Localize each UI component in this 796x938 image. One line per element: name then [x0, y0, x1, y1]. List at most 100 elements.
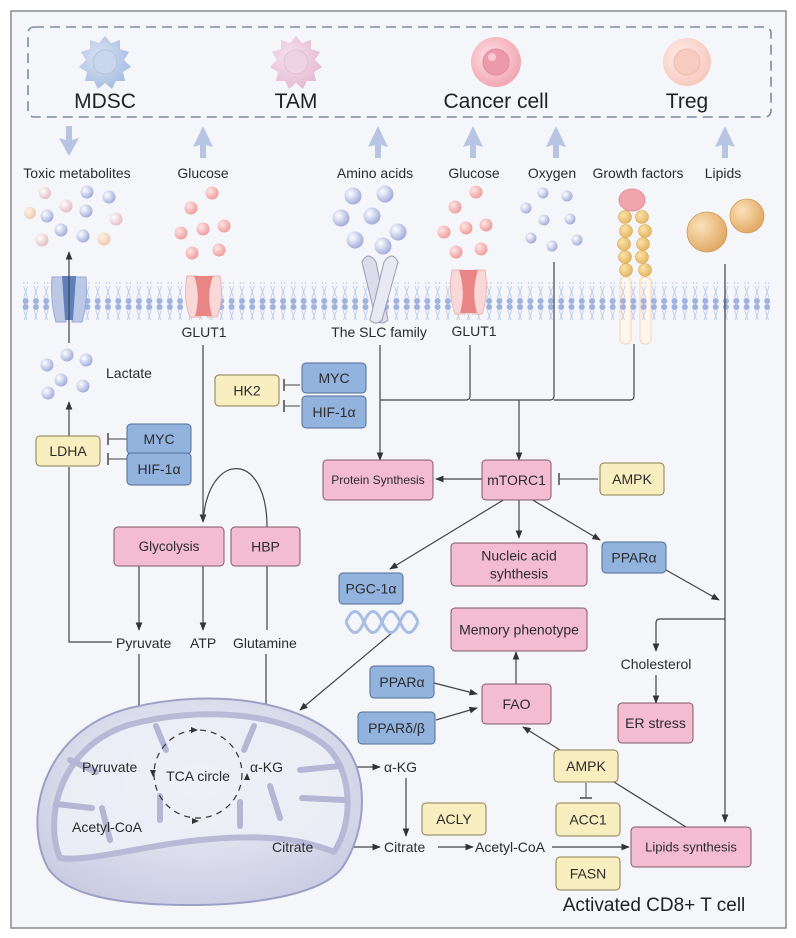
box-label: AMPK — [566, 758, 606, 774]
memory-phenotype-box: Memory phenotype — [450, 607, 588, 652]
box-label: Nucleic acid — [481, 548, 556, 564]
fasn-box-bg — [555, 856, 621, 891]
ldha-box: LDHA — [35, 435, 101, 467]
tme-cell-label: Treg — [666, 90, 708, 113]
mdsc-cell-icon — [79, 36, 131, 89]
up-arrow-icon — [715, 126, 735, 158]
transporter-label: The SLC family — [331, 324, 427, 340]
nutrient-label: Growth factors — [592, 165, 683, 181]
hif-1a-box-bg — [126, 452, 192, 486]
lactate-molecules-icon — [40, 348, 93, 400]
tme-cell-label: TAM — [275, 90, 318, 113]
lipids-synthesis-box: Lipids synthesis — [630, 826, 752, 868]
box-label: Glycolysis — [139, 539, 200, 554]
citrate-out-label: Citrate — [384, 839, 425, 855]
box-label: Lipids synthesis — [645, 840, 737, 855]
hk2-box-bg — [214, 374, 280, 407]
box-label: Memory phenotype — [459, 622, 579, 638]
toxic-metabolites-molecules-icon — [24, 185, 123, 247]
acc1-box-bg — [555, 802, 621, 837]
box-label: syhthesis — [490, 566, 548, 582]
fao-box: FAO — [481, 683, 552, 725]
er-stress-box: ER stress — [617, 702, 694, 744]
nutrient-label: Glucose — [448, 165, 500, 181]
transporter-label: GLUT1 — [451, 323, 496, 339]
box-label: LDHA — [49, 443, 87, 459]
mitochondrion-icon — [36, 697, 363, 907]
box-label: ACC1 — [569, 812, 607, 828]
nucleic-acid-synthesis-box: Nucleic acid syhthesis — [450, 542, 588, 587]
box-label: mTORC1 — [487, 472, 546, 488]
lactate-label: Lactate — [106, 365, 152, 381]
ldha-box-bg — [35, 435, 101, 467]
nutrient-label: Amino acids — [337, 165, 413, 181]
ppard-beta-box: PPARδ/β — [357, 711, 436, 745]
box-label: PPARδ/β — [368, 720, 425, 736]
up-arrow-icon — [546, 126, 566, 158]
hbp-box-bg — [230, 526, 301, 567]
tme-arrows — [59, 126, 735, 158]
box-label: HBP — [251, 539, 280, 555]
myc-box-bg — [301, 362, 367, 394]
protein-synthesis-box-bg — [322, 459, 434, 501]
atp-label: ATP — [190, 635, 216, 651]
fasn-box: FASN — [555, 856, 621, 891]
mito-citrate-label: Citrate — [272, 839, 313, 855]
memory-phenotype-box-bg — [450, 607, 588, 652]
ampk-box-bg — [599, 462, 665, 496]
myc-box: MYC — [126, 423, 192, 455]
pgc-1a-box-bg — [338, 572, 404, 605]
box-label: MYC — [318, 370, 349, 386]
mito-pyruvate-label: Pyruvate — [82, 759, 137, 775]
hif-1a-box: HIF-1α — [126, 452, 192, 486]
tme-cell-label: Cancer cell — [443, 90, 548, 113]
mtorc1-box: mTORC1 — [481, 459, 552, 501]
ppara-box-bg — [601, 541, 667, 574]
ampk-box-bg — [553, 749, 619, 783]
slc-transporter-icon — [361, 255, 399, 324]
mtorc1-box-bg — [481, 459, 552, 501]
box-label: Protein Synthesis — [331, 473, 424, 487]
box-label: FAO — [502, 696, 530, 712]
glutamine-label: Glutamine — [233, 635, 297, 651]
hif-1a-box: HIF-1α — [301, 395, 367, 429]
box-label: PPARα — [611, 550, 656, 566]
ppara-box: PPARα — [369, 665, 435, 699]
hk2-box: HK2 — [214, 374, 280, 407]
cholesterol-label: Cholesterol — [621, 656, 692, 672]
protein-synthesis-box: Protein Synthesis — [322, 459, 434, 501]
myc-box: MYC — [301, 362, 367, 394]
box-label: FASN — [570, 866, 607, 882]
mito-akg-label: α-KG — [250, 759, 283, 775]
nutrient-label: Glucose — [177, 165, 229, 181]
diagram-title: Activated CD8+ T cell — [563, 895, 746, 916]
glucose-molecules-icon — [437, 185, 493, 259]
amino-acids-molecules-icon — [332, 185, 407, 255]
lipid-droplets-icon — [686, 198, 765, 253]
treg-cell-icon — [663, 38, 711, 86]
tumor-microenvironment-box — [27, 26, 772, 118]
transporter-label: GLUT1 — [181, 324, 226, 340]
lipids-synthesis-box-bg — [630, 826, 752, 868]
glycolysis-box: Glycolysis — [113, 526, 225, 567]
box-label: HIF-1α — [137, 461, 180, 477]
ampk-box: AMPK — [553, 749, 619, 783]
nucleic-acid-synthesis-box-bg — [450, 542, 588, 587]
up-arrow-icon — [463, 126, 483, 158]
ppara-box: PPARα — [601, 541, 667, 574]
pyruvate-label: Pyruvate — [116, 635, 171, 651]
box-label: ACLY — [436, 811, 472, 827]
tca-cycle-label: TCA circle — [166, 768, 230, 784]
acly-box-bg — [421, 802, 487, 836]
tme-cell-label: MDSC — [74, 90, 136, 113]
hif-1a-box-bg — [301, 395, 367, 429]
acc1-box: ACC1 — [555, 802, 621, 837]
ampk-box: AMPK — [599, 462, 665, 496]
glucose-molecules-icon — [174, 186, 231, 260]
mito-acetylcoa-label: Acetyl-CoA — [72, 819, 143, 835]
ppard-beta-box-bg — [357, 711, 436, 745]
box-label: PGC-1α — [346, 581, 397, 597]
nutrient-label: Toxic metabolites — [23, 165, 130, 181]
glut1-transporter-icon — [450, 269, 487, 315]
